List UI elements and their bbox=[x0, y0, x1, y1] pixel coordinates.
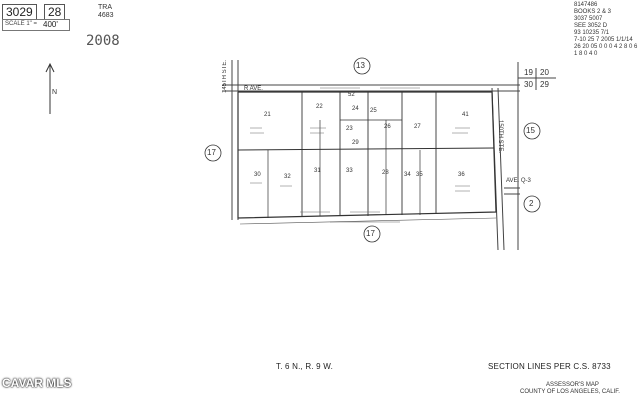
map-page-number: 28 bbox=[44, 4, 66, 20]
section-corner-number: 29 bbox=[540, 80, 549, 89]
section-corner-number: 20 bbox=[540, 68, 549, 77]
section-number: 15 bbox=[526, 126, 535, 135]
top-right-notes: 8147486 BOOKS 2 & 3 3037 5007 SEE 3052 D… bbox=[574, 2, 640, 58]
parcel-number: 26 bbox=[384, 124, 391, 130]
parcel-number: 24 bbox=[352, 106, 359, 112]
parcel-number: 25 bbox=[370, 108, 377, 114]
parcel-number: 23 bbox=[346, 126, 353, 132]
parcel-number: 28 bbox=[382, 170, 389, 176]
tra-label: TRA bbox=[98, 4, 112, 11]
township-range: T. 6 N., R. 9 W. bbox=[276, 362, 333, 371]
parcel-number: 35 bbox=[416, 172, 423, 178]
street-label-r-ave: R AVE. bbox=[244, 86, 263, 92]
parcel-number: 30 bbox=[254, 172, 261, 178]
section-number: 13 bbox=[356, 61, 365, 70]
parcel-number: 36 bbox=[458, 172, 465, 178]
scale-box: SCALE 1" = 400' bbox=[2, 19, 70, 31]
note-line: 7-10 25 7 2005 1/1/14 bbox=[574, 37, 633, 43]
section-lines-note: SECTION LINES PER C.S. 8733 bbox=[488, 362, 611, 371]
note-line: 3037 5007 bbox=[574, 16, 603, 22]
section-corner-number: 19 bbox=[524, 68, 533, 77]
note-line: 8147486 bbox=[574, 2, 598, 8]
street-label-ave-q3: AVE. Q-3 bbox=[506, 178, 531, 184]
parcel-number: 21 bbox=[264, 112, 271, 118]
note-line: BOOKS 2 & 3 bbox=[574, 9, 612, 15]
parcel-number: 52 bbox=[348, 92, 355, 98]
parcel-number: 27 bbox=[414, 124, 421, 130]
parcel-number: 32 bbox=[284, 174, 291, 180]
handwritten-number: 2008 bbox=[86, 33, 120, 49]
assessor-map-label: ASSESSOR'S MAP bbox=[546, 382, 599, 388]
scale-label: SCALE 1" = bbox=[5, 21, 37, 27]
section-number: 17 bbox=[207, 148, 216, 157]
map-book-number: 3029 bbox=[2, 4, 37, 20]
note-line: SEE 3052 D bbox=[574, 23, 608, 29]
north-arrow-icon: N bbox=[45, 62, 57, 114]
parcel-number: 41 bbox=[462, 112, 469, 118]
parcel-number: 29 bbox=[352, 140, 359, 146]
parcel-number: 31 bbox=[314, 168, 321, 174]
parcel-number: 34 bbox=[404, 172, 411, 178]
tra-code: 4683 bbox=[98, 12, 114, 19]
note-line: 93 10235 7/1 bbox=[574, 30, 610, 36]
note-line: 26 20 05 0 0 0 4 2 8 0 6 1 8 0 4 0 bbox=[574, 44, 638, 57]
section-number: 2 bbox=[529, 199, 534, 208]
section-number: 17 bbox=[366, 229, 375, 238]
svg-text:N: N bbox=[52, 89, 57, 96]
section-corner-number: 30 bbox=[524, 80, 533, 89]
mls-watermark: CAVAR MLS bbox=[2, 376, 72, 390]
parcel-number: 22 bbox=[316, 104, 323, 110]
street-label-150th: 150TH STE. bbox=[497, 120, 503, 154]
parcel-number: 33 bbox=[346, 168, 353, 174]
scale-value: 400' bbox=[43, 20, 58, 29]
county-label: COUNTY OF LOS ANGELES, CALIF. bbox=[520, 389, 620, 395]
